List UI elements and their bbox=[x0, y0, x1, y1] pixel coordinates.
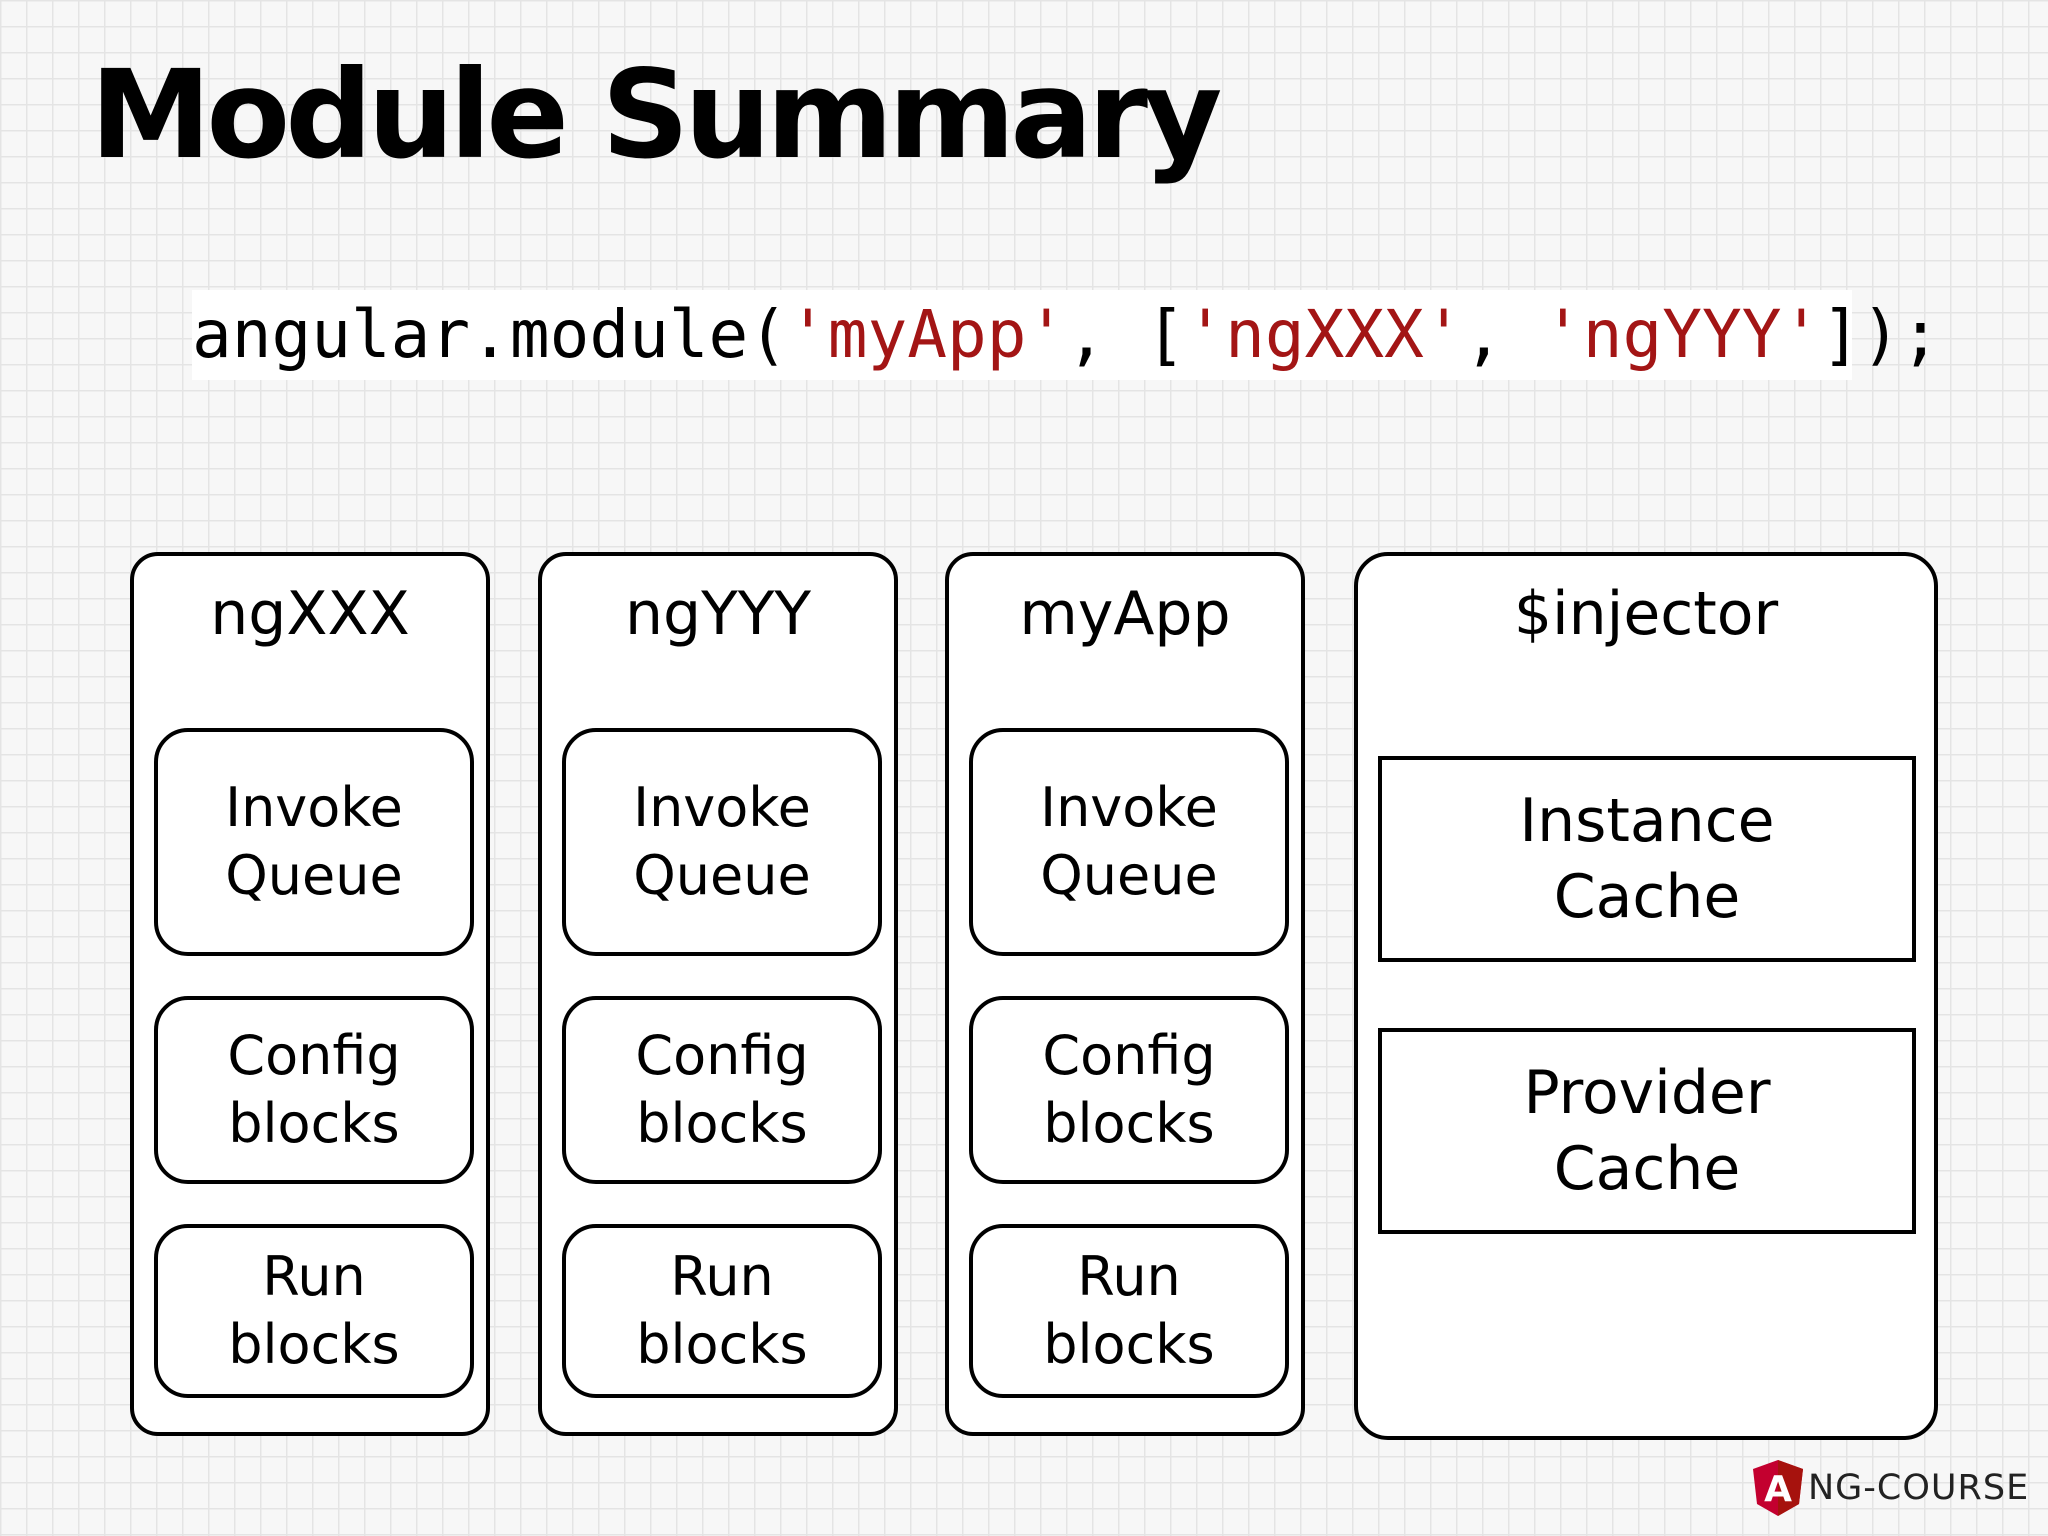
block-label: Config blocks bbox=[227, 1024, 401, 1155]
code-dependency-1: 'ngXXX' bbox=[1185, 296, 1464, 373]
run-blocks-box: Run blocks bbox=[562, 1224, 882, 1398]
provider-cache-box: Provider Cache bbox=[1378, 1028, 1916, 1234]
angular-shield-icon: A bbox=[1753, 1460, 1803, 1516]
block-label: Run blocks bbox=[636, 1245, 808, 1376]
run-blocks-box: Run blocks bbox=[969, 1224, 1289, 1398]
slide-title: Module Summary bbox=[90, 44, 1222, 186]
block-label: Invoke Queue bbox=[225, 776, 403, 907]
logo-text: NG-COURSE bbox=[1808, 1468, 2030, 1508]
instance-cache-box: Instance Cache bbox=[1378, 756, 1916, 962]
module-title: myApp bbox=[1019, 579, 1231, 649]
module-title: ngXXX bbox=[210, 579, 410, 649]
block-label: Run blocks bbox=[228, 1245, 400, 1376]
invoke-queue-box: Invoke Queue bbox=[154, 728, 474, 956]
cache-label: Instance Cache bbox=[1519, 786, 1775, 932]
config-blocks-box: Config blocks bbox=[562, 996, 882, 1184]
logo-icon-letter: A bbox=[1764, 1469, 1792, 1510]
module-title: ngYYY bbox=[624, 579, 812, 649]
code-snippet: angular.module('myApp', ['ngXXX', 'ngYYY… bbox=[192, 290, 1940, 380]
code-app-string: 'myApp' bbox=[788, 296, 1067, 373]
block-label: Invoke Queue bbox=[1040, 776, 1218, 907]
injector-container: $injector Instance Cache Provider Cache bbox=[1354, 552, 1938, 1440]
code-dependency-2: 'ngYYY' bbox=[1543, 296, 1822, 373]
run-blocks-box: Run blocks bbox=[154, 1224, 474, 1398]
config-blocks-box: Config blocks bbox=[969, 996, 1289, 1184]
code-separator: , [ bbox=[1066, 296, 1186, 373]
code-prefix: angular.module( bbox=[192, 296, 789, 373]
cache-label: Provider Cache bbox=[1523, 1058, 1771, 1204]
code-suffix: ]); bbox=[1821, 296, 1941, 373]
config-blocks-box: Config blocks bbox=[154, 996, 474, 1184]
block-label: Config blocks bbox=[1042, 1024, 1216, 1155]
code-separator: , bbox=[1463, 296, 1544, 373]
module-myapp: myApp Invoke Queue Config blocks Run blo… bbox=[945, 552, 1305, 1436]
module-ngxxx: ngXXX Invoke Queue Config blocks Run blo… bbox=[130, 552, 490, 1436]
ng-course-logo: A NG-COURSE bbox=[1752, 1458, 2029, 1518]
injector-title: $injector bbox=[1513, 579, 1779, 649]
block-label: Invoke Queue bbox=[633, 776, 811, 907]
invoke-queue-box: Invoke Queue bbox=[562, 728, 882, 956]
module-ngyyy: ngYYY Invoke Queue Config blocks Run blo… bbox=[538, 552, 898, 1436]
block-label: Run blocks bbox=[1043, 1245, 1215, 1376]
block-label: Config blocks bbox=[635, 1024, 809, 1155]
invoke-queue-box: Invoke Queue bbox=[969, 728, 1289, 956]
